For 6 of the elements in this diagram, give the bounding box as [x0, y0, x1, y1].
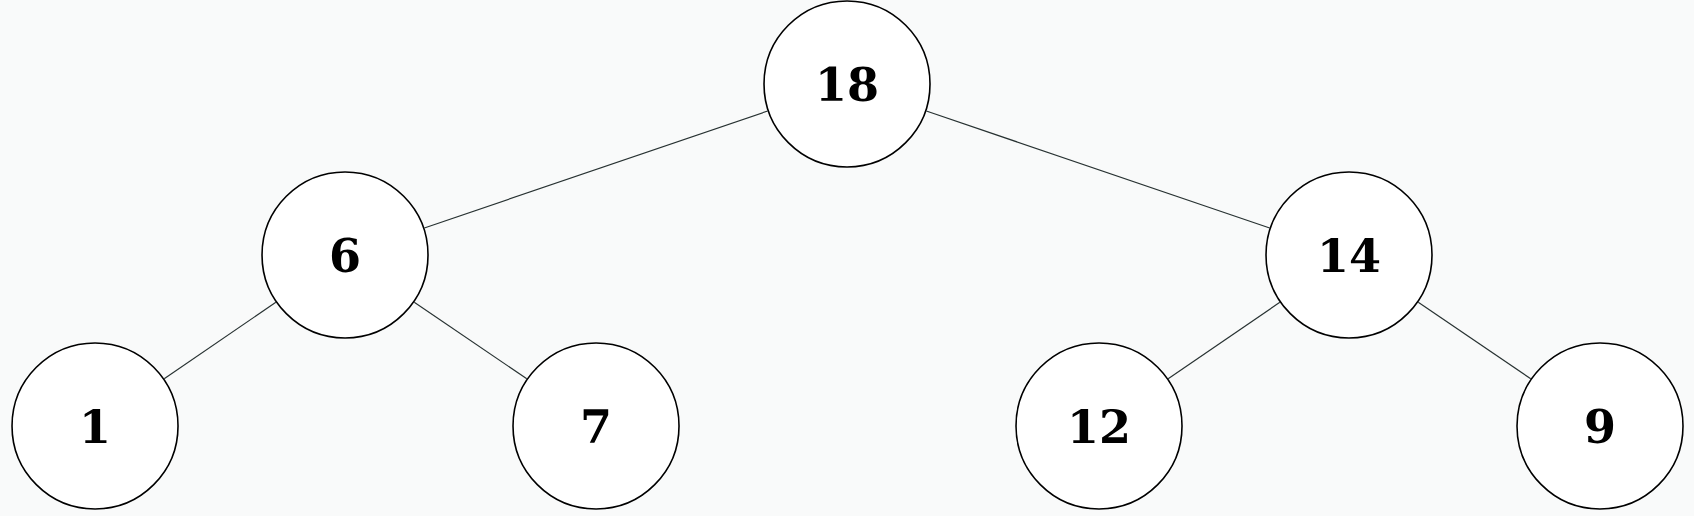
tree-edge: [1167, 301, 1281, 380]
tree-edge: [1417, 301, 1532, 380]
tree-edge: [423, 110, 769, 229]
tree-edge: [163, 301, 277, 380]
tree-edge: [925, 110, 1271, 229]
tree-edge: [413, 301, 528, 380]
